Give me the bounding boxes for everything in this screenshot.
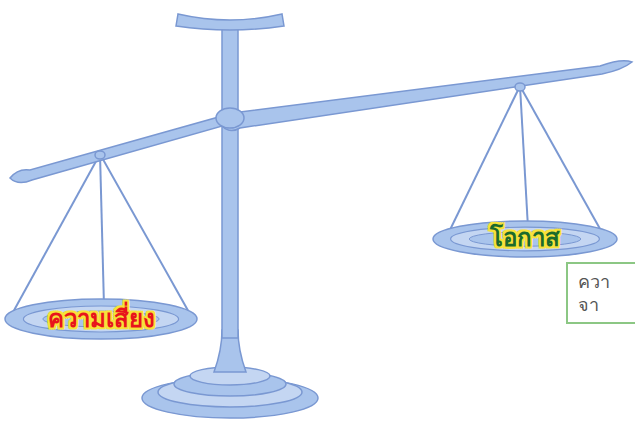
beam-pivot <box>216 108 244 128</box>
pan-label: ความเสี่ยง <box>4 301 198 337</box>
scale-pan: โอกาส <box>432 220 618 258</box>
scale-beam <box>10 61 632 183</box>
scale-base <box>142 330 318 418</box>
scale-top <box>176 14 284 30</box>
scale-pan: ความเสี่ยง <box>4 298 198 340</box>
note-box: ควา จา <box>566 262 635 324</box>
note-text: ควา จา <box>578 270 622 316</box>
pan-label: โอกาส <box>432 222 618 254</box>
hook <box>95 151 105 159</box>
pan-string <box>12 86 604 314</box>
scale-pole <box>222 28 238 338</box>
hook <box>515 83 525 91</box>
